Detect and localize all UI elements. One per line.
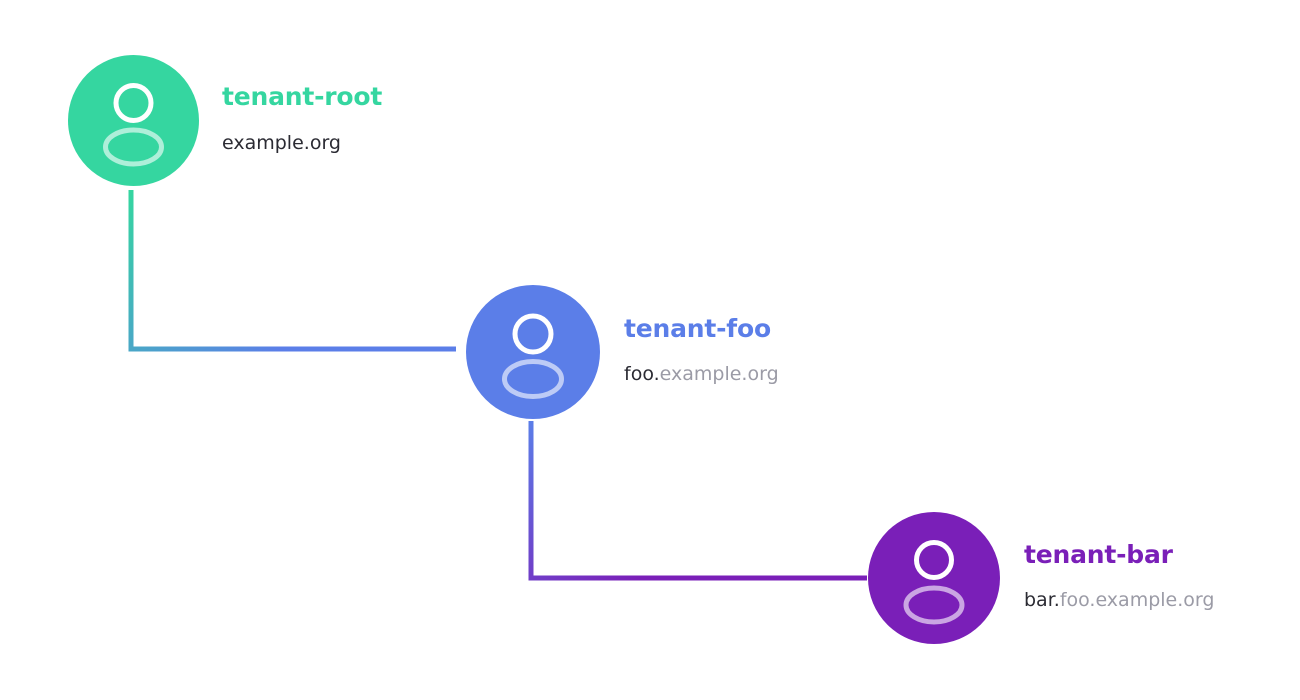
avatar-body-icon	[103, 127, 164, 167]
user-avatar-icon	[68, 55, 199, 186]
avatar-body-icon	[903, 585, 965, 625]
avatar-glyph	[103, 83, 164, 167]
connector-root-to-foo	[128, 190, 456, 352]
tenant-domain-label: example.org	[222, 131, 382, 154]
tenant-node-foo[interactable]: tenant-foo foo.example.org	[466, 285, 779, 419]
tenant-text-block: tenant-foo foo.example.org	[624, 315, 779, 389]
connector-foo-to-bar	[528, 421, 867, 581]
tenant-node-bar[interactable]: tenant-bar bar.foo.example.org	[868, 512, 1214, 644]
tenant-name-label: tenant-bar	[1024, 539, 1173, 569]
domain-suffix: example.org	[659, 363, 779, 386]
domain-prefix: bar.	[1024, 589, 1060, 612]
user-avatar-icon	[868, 512, 1000, 644]
tenant-text-block: tenant-bar bar.foo.example.org	[1024, 541, 1214, 615]
avatar-glyph	[502, 313, 564, 399]
tenant-node-root[interactable]: tenant-root example.org	[68, 55, 382, 186]
tenant-domain-label: bar.foo.example.org	[1024, 590, 1214, 611]
avatar-body-icon	[502, 359, 564, 399]
avatar-head-icon	[113, 83, 154, 123]
avatar-glyph	[903, 540, 965, 625]
avatar-head-icon	[914, 540, 954, 580]
tenant-name-label: tenant-root	[222, 82, 383, 112]
domain-suffix: example.org	[222, 131, 341, 154]
domain-suffix: foo.example.org	[1059, 589, 1215, 612]
tenant-domain-label: foo.example.org	[624, 364, 779, 385]
user-avatar-icon	[466, 285, 600, 419]
domain-prefix: foo.	[624, 363, 660, 386]
tenant-text-block: tenant-root example.org	[222, 83, 382, 157]
avatar-head-icon	[512, 313, 554, 355]
tenant-name-label: tenant-foo	[624, 313, 771, 343]
